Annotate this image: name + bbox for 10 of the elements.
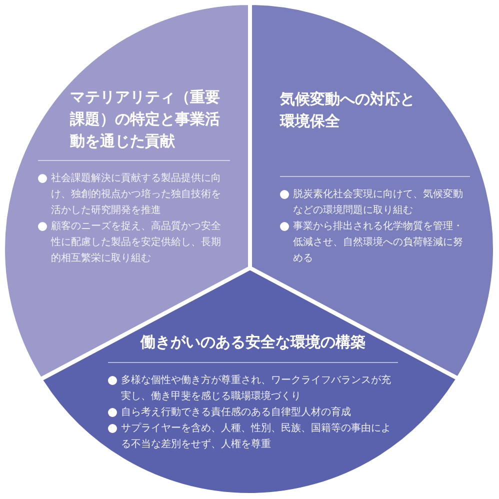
bullet-text: 自ら考え行動できる責任感のある自律型人材の育成 <box>121 406 352 420</box>
segment-heading: マテリアリティ（重要課題）の特定と事業活動を通じた貢献 <box>70 87 221 152</box>
bullet-text: 顧客のニーズを捉え、高品質かつ安全性に配慮した製品を安定供給し、長期的相互繁栄に取り組む <box>51 220 222 266</box>
bullet-text: 事業から排出される化学物質を管理・低減させ、自然環境への負荷軽減に努める <box>293 220 464 266</box>
segment-heading: 気候変動への対応と環境保全 <box>280 89 416 132</box>
bullet-text: 多様な個性や働き方が尊重され、ワークライフバランスが充実し、働き甲斐を感じる職場環境づくり <box>121 374 392 404</box>
bullet-text: 社会課題解決に貢献する製品提供に向け、独創的視点かつ培った独自技術を活かした研究開発を推進 <box>51 172 222 218</box>
bullet-text: 脱炭素化社会実現に向けて、気候変動などの環境問題に取り組む <box>293 188 464 218</box>
bullet-text: サプライヤーを含め、人種、性別、民族、国籍等の事由による不当な差別をせず、人権を尊重 <box>121 422 392 452</box>
segment-heading: 働きがいのある安全な環境の構築 <box>139 332 366 353</box>
